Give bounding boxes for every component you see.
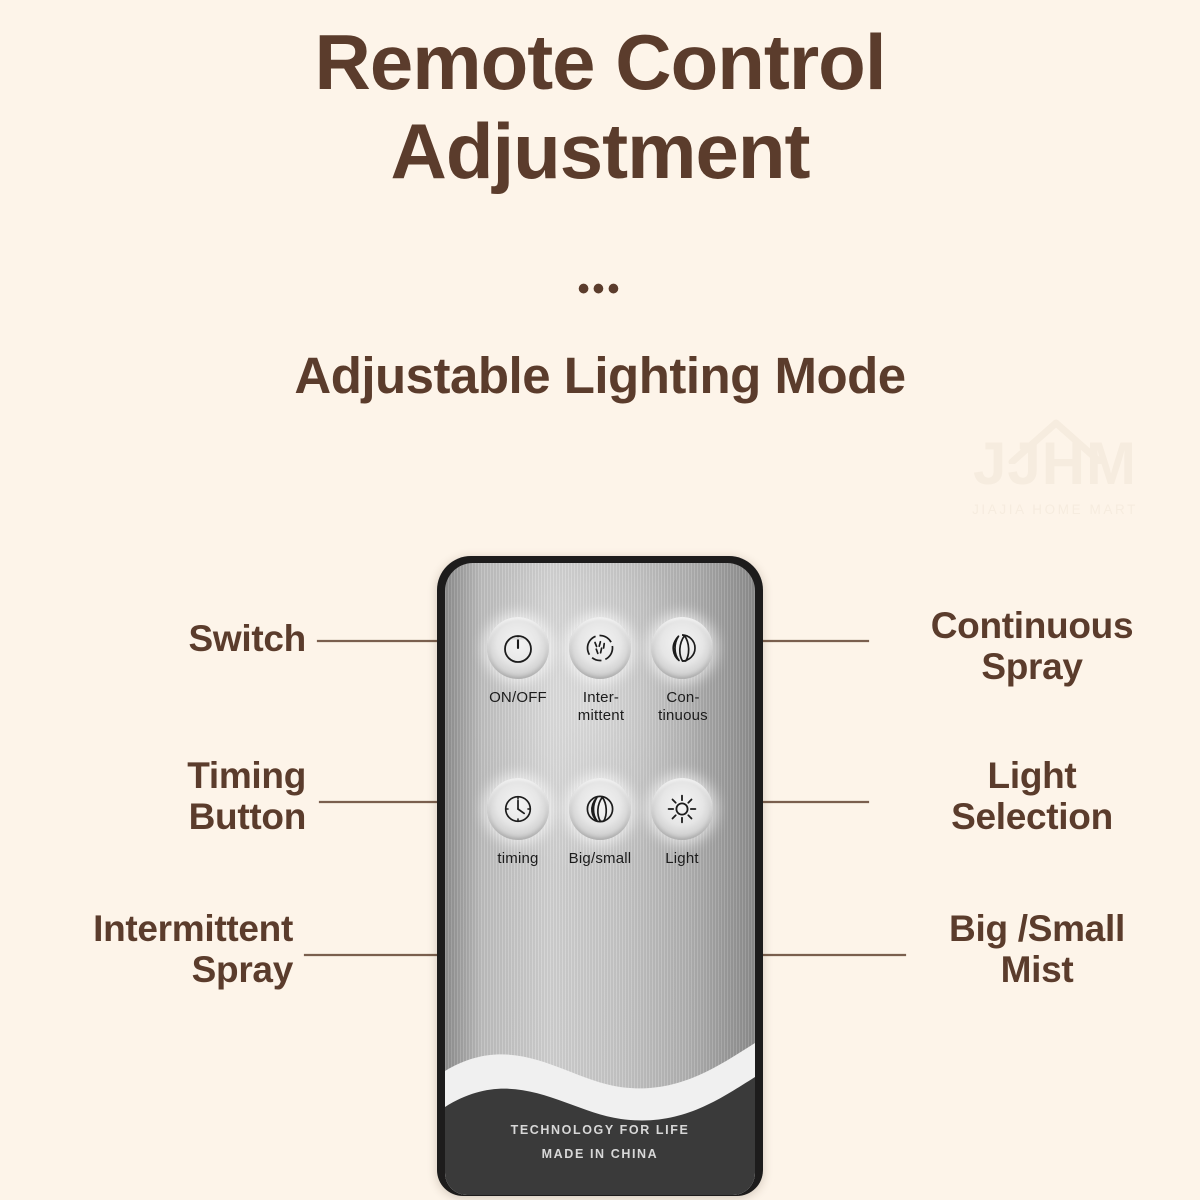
callout-timing-button: Timing Button [0,755,306,838]
page-title-line1: Remote Control [314,18,887,106]
divider-dots: ••• [577,270,623,308]
callout-timing-line2: Button [188,796,307,838]
callout-switch-label: Switch [188,618,307,659]
callout-continuous-line2: Spray [981,646,1083,688]
brand-line-2: MADE IN CHINA [541,1146,659,1161]
label-continuous: Con- tinuous [637,689,729,726]
page-title: Remote Control Adjustment [0,18,1200,196]
callout-timing-line1: Timing [187,755,306,796]
button-intermittent[interactable] [569,617,631,679]
callout-big-small-mist: Big /Small Mist [880,908,1194,991]
mist-circle-icon [586,795,614,823]
callout-bigsmall-line1: Big /Small [949,908,1125,949]
remote-control: ON/OFF Inter- mittent Con- tinuous [437,556,763,1196]
power-icon [504,635,532,663]
sun-icon [667,794,697,824]
button-timing[interactable] [487,778,549,840]
button-continuous[interactable] [651,617,713,679]
continuous-mist-icon [672,634,696,662]
label-timing: timing [497,850,539,867]
callout-intermittent-line1: Intermittent [93,908,293,949]
label-intermittent-line1: Inter- [582,689,620,706]
remote-brand-text: TECHNOLOGY FOR LIFE MADE IN CHINA [445,1119,755,1167]
callout-intermittent-line2: Spray [191,949,294,991]
page-subtitle: Adjustable Lighting Mode [294,347,906,404]
label-light: Light [665,850,699,867]
house-roof-icon [1008,419,1104,464]
callout-light-line2: Selection [951,796,1113,838]
label-on-off: ON/OFF [489,689,547,706]
watermark-tagline: JIAJIA HOME MART [972,502,1138,517]
remote-wave-graphic [445,1043,755,1195]
callout-continuous-line1: Continuous [930,605,1134,646]
label-continuous-line2: tinuous [658,707,708,725]
callout-light-line1: Light [987,755,1077,796]
button-on-off[interactable] [487,617,549,679]
button-big-small[interactable] [569,778,631,840]
callout-switch: Switch [0,618,307,659]
callout-bigsmall-line2: Mist [1000,949,1074,991]
intermittent-mist-icon [586,634,614,662]
watermark-mark: JJHM [972,430,1138,497]
label-intermittent: Inter- mittent [555,689,647,726]
clock-icon [504,795,532,823]
callout-intermittent-spray: Intermittent Spray [0,908,293,991]
label-intermittent-line2: mittent [577,707,625,725]
wave-dark-band [445,1077,755,1195]
watermark: JJHM JIAJIA HOME MART [960,419,1150,534]
brand-line-1: TECHNOLOGY FOR LIFE [510,1123,690,1137]
callout-light-selection: Light Selection [872,755,1192,838]
callout-continuous-spray: Continuous Spray [872,605,1192,688]
page-title-line2: Adjustment [390,106,811,195]
button-light[interactable] [651,778,713,840]
label-continuous-line1: Con- [666,689,700,706]
remote-face: ON/OFF Inter- mittent Con- tinuous [445,563,755,1195]
label-big-small: Big/small [568,850,632,867]
